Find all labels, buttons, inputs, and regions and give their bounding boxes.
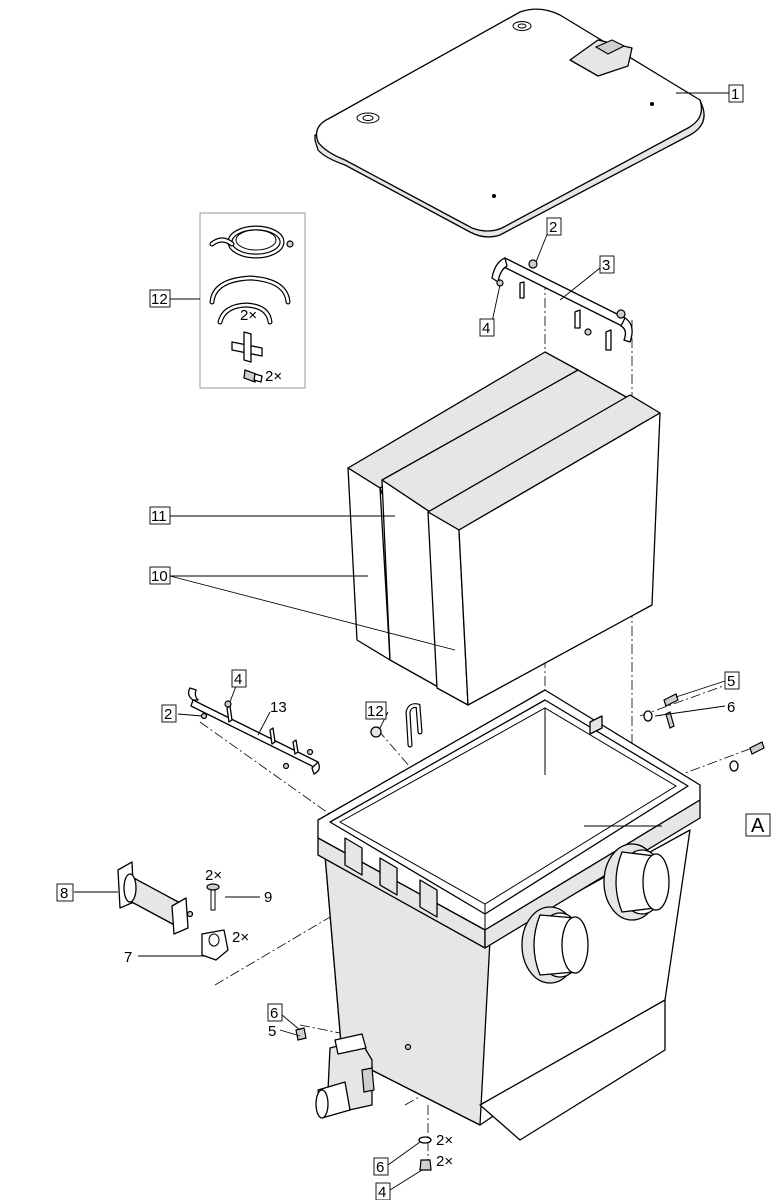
lower-holding-bar-part	[187, 687, 320, 775]
label-7-qty: 2×	[232, 929, 249, 946]
label-10: 10	[151, 568, 168, 585]
lid-hole-left	[356, 112, 380, 124]
label-4-mid: 4	[234, 671, 242, 688]
label-13: 13	[270, 699, 287, 716]
screw-icon	[584, 328, 592, 336]
part-labels: 1 2 3 4 12 2× 2× 11 10 4 2 13 12 5 6 A 8…	[56, 84, 771, 1200]
label-11: 11	[151, 508, 167, 525]
accessory-kit	[199, 212, 306, 389]
label-5-right: 5	[727, 673, 735, 690]
label-2-top: 2	[549, 219, 557, 236]
label-1: 1	[731, 86, 739, 103]
label-6-right: 6	[727, 699, 735, 716]
lid-hole-top	[512, 21, 532, 31]
label-8: 8	[60, 885, 68, 902]
label-5-left: 5	[268, 1023, 276, 1040]
kit-qty-a: 2×	[240, 307, 257, 324]
label-9-qty: 2×	[205, 867, 222, 884]
bottom-hardware	[295, 1027, 432, 1171]
label-4-bottom-qty: 2×	[436, 1153, 453, 1170]
leader-lines	[74, 92, 730, 1191]
label-9: 9	[264, 889, 272, 906]
lid-part	[314, 8, 705, 238]
label-3: 3	[602, 257, 610, 274]
label-box-1	[728, 84, 744, 103]
label-A: A	[751, 815, 765, 837]
filter-foam-middle	[381, 369, 629, 689]
right-hardware	[643, 693, 765, 772]
label-4-top: 4	[482, 320, 490, 337]
filter-housing-part	[315, 689, 701, 1141]
aerator-part	[117, 861, 194, 935]
label-4-bottom: 4	[378, 1184, 386, 1200]
nut-icon	[528, 259, 538, 269]
label-6-left: 6	[270, 1005, 278, 1022]
nut-icon	[616, 309, 626, 319]
label-12-mid: 12	[367, 703, 384, 720]
label-6-bottom-qty: 2×	[436, 1132, 453, 1149]
top-holding-bar-part	[491, 257, 633, 351]
label-7: 7	[124, 949, 132, 966]
filter-foam-front	[427, 394, 661, 706]
label-6-bottom: 6	[376, 1159, 384, 1176]
screw-and-clip-parts	[201, 883, 229, 961]
kit-qty-b: 2×	[265, 368, 282, 385]
label-12-top: 12	[151, 291, 168, 308]
label-2-mid: 2	[164, 706, 172, 723]
